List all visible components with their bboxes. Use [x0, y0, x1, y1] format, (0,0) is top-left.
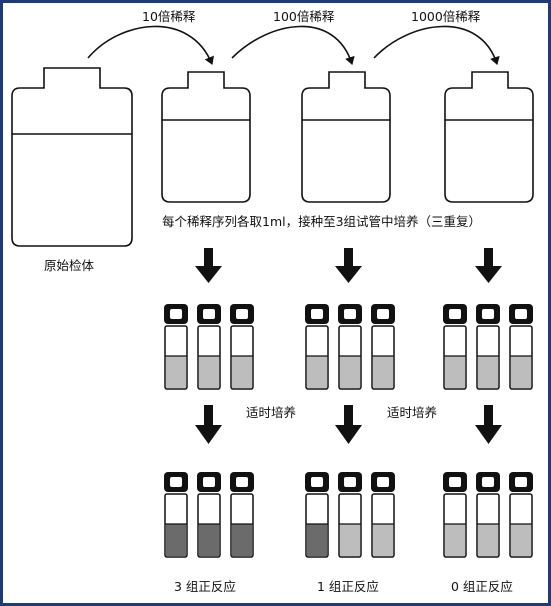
- tube-liquid-positive: [166, 524, 186, 556]
- tube-liquid-negative: [373, 524, 393, 556]
- test-tube: [164, 472, 188, 558]
- tube-cap-window: [377, 477, 389, 487]
- tube-liquid-negative: [307, 356, 327, 388]
- tube-liquid-positive: [307, 524, 327, 556]
- dilution-arrow-2: [231, 25, 355, 65]
- result-label-1: 3 组正反应: [174, 579, 236, 594]
- tube-liquid-negative: [340, 356, 360, 388]
- tube-liquid-positive: [199, 524, 219, 556]
- tube-liquid-negative: [511, 524, 531, 556]
- dilution-bottle-2: [301, 71, 391, 203]
- test-tube: [476, 304, 500, 390]
- tube-cap-window: [170, 309, 182, 319]
- tube-cap-window: [344, 477, 356, 487]
- tube-cap-window: [170, 477, 182, 487]
- dilution-label-3: 1000倍稀释: [411, 9, 481, 24]
- tube-liquid-negative: [511, 356, 531, 388]
- tube-cap-window: [377, 309, 389, 319]
- tube-liquid-negative: [166, 356, 186, 388]
- dilution-arrow-1: [87, 25, 214, 65]
- dilution-label-2: 100倍稀释: [273, 9, 335, 24]
- tube-cap-window: [515, 309, 527, 319]
- test-tube: [197, 304, 221, 390]
- test-tube: [443, 472, 467, 558]
- test-tube: [371, 472, 395, 558]
- down-arrow: [335, 405, 362, 444]
- test-tube: [305, 472, 329, 558]
- result-label-2: 1 组正反应: [317, 579, 379, 594]
- incubate-label-1: 适时培养: [246, 405, 296, 420]
- tube-cap-window: [515, 477, 527, 487]
- tube-cap-window: [482, 477, 494, 487]
- tube-liquid-negative: [478, 524, 498, 556]
- test-tube: [338, 472, 362, 558]
- tube-cap-window: [236, 477, 248, 487]
- test-tube: [197, 472, 221, 558]
- test-tube: [443, 304, 467, 390]
- result-label-3: 0 组正反应: [451, 579, 513, 594]
- instruction-text: 每个稀释序列各取1ml，接种至3组试管中培养（三重复）: [162, 214, 481, 229]
- tube-cap-window: [344, 309, 356, 319]
- test-tube: [305, 304, 329, 390]
- test-tube: [509, 472, 533, 558]
- tube-liquid-negative: [340, 524, 360, 556]
- test-tube: [230, 472, 254, 558]
- down-arrow: [475, 405, 502, 444]
- test-tube: [371, 304, 395, 390]
- dilution-arrow-3: [373, 25, 500, 65]
- test-tubes: [164, 304, 533, 558]
- down-arrows-row-2: [195, 405, 502, 444]
- tube-liquid-negative: [445, 356, 465, 388]
- tube-cap-window: [311, 477, 323, 487]
- down-arrow: [195, 405, 222, 444]
- tube-liquid-negative: [199, 356, 219, 388]
- tube-liquid-negative: [478, 356, 498, 388]
- tube-cap-window: [449, 309, 461, 319]
- tube-cap-window: [311, 309, 323, 319]
- tube-liquid-negative: [373, 356, 393, 388]
- test-tube: [164, 304, 188, 390]
- test-tube: [338, 304, 362, 390]
- dilution-label-1: 10倍稀释: [142, 9, 196, 24]
- tube-cap-window: [482, 309, 494, 319]
- tube-liquid-positive: [232, 524, 252, 556]
- tube-cap-window: [449, 477, 461, 487]
- down-arrow: [335, 248, 362, 283]
- original-sample-label: 原始检体: [44, 258, 95, 273]
- dilution-bottle-1: [161, 71, 251, 203]
- tube-cap-window: [203, 309, 215, 319]
- tube-liquid-negative: [232, 356, 252, 388]
- tube-cap-window: [236, 309, 248, 319]
- test-tube: [476, 472, 500, 558]
- original-sample-bottle: [11, 67, 133, 247]
- tube-liquid-negative: [445, 524, 465, 556]
- down-arrow: [475, 248, 502, 283]
- down-arrow: [195, 248, 222, 283]
- incubate-label-2: 适时培养: [387, 405, 437, 420]
- tube-cap-window: [203, 477, 215, 487]
- test-tube: [509, 304, 533, 390]
- test-tube: [230, 304, 254, 390]
- dilution-bottle-3: [444, 71, 534, 203]
- down-arrows-row-1: [195, 248, 502, 283]
